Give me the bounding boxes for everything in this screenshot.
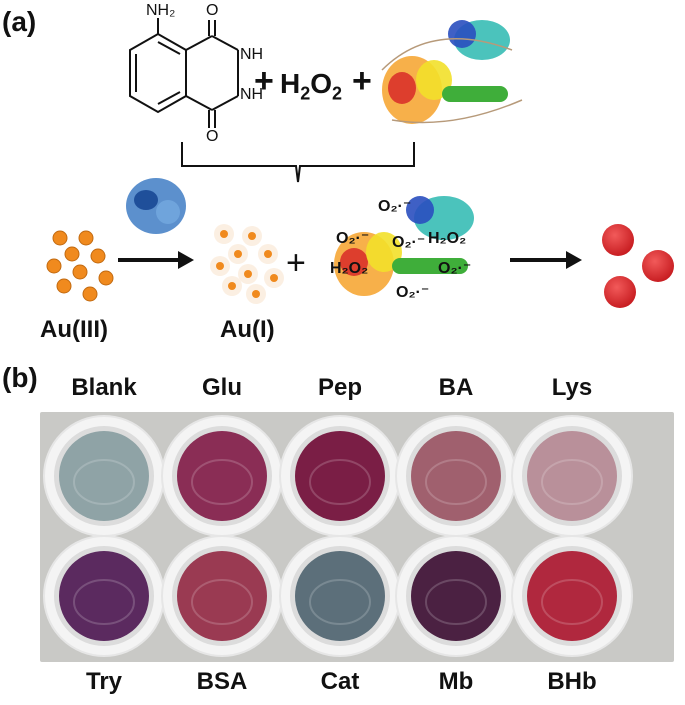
- au1-label: Au(I): [220, 316, 275, 343]
- h2o2-sub2: 2: [332, 83, 343, 104]
- ros-species-6: O₂·⁻: [438, 260, 472, 277]
- panel-a-label: (a): [2, 6, 37, 37]
- ros-species-1: O₂·⁻: [378, 198, 412, 215]
- well-top-5: [511, 415, 633, 537]
- well-label-top-3: Pep: [317, 374, 362, 401]
- well-label-bottom-4: Mb: [438, 668, 474, 695]
- well-bottom-3: [279, 535, 401, 657]
- well-label-top-2: Glu: [202, 374, 242, 401]
- h2o2-o: O: [310, 68, 333, 99]
- well-top-4: [395, 415, 517, 537]
- well-label-bottom-1: Try: [85, 668, 123, 695]
- enzyme-with-ros: [334, 196, 474, 296]
- well-label-bottom-5: BHb: [547, 668, 597, 695]
- luminol-o-bottom: O: [206, 128, 219, 145]
- h2o2-h: H: [280, 68, 301, 99]
- h2o2-sub1: 2: [300, 83, 311, 104]
- ros-species-2: O₂·⁻: [336, 230, 370, 247]
- well-label-bottom-3: Cat: [320, 668, 360, 695]
- well-bottom-2: [161, 535, 283, 657]
- luminol-nh-1: NH: [240, 46, 264, 63]
- luminol-nh-2: NH: [240, 86, 264, 103]
- arrow-1-icon: [118, 251, 194, 269]
- plus-sign-2: +: [352, 62, 372, 100]
- well-top-1: [43, 415, 165, 537]
- ros-species-4: H₂O₂: [428, 230, 467, 247]
- luminol-nh2: NH₂: [146, 2, 176, 19]
- bracket: [181, 142, 415, 183]
- au3-particles: [46, 230, 114, 302]
- well-label-top-1: Blank: [71, 374, 137, 401]
- well-bottom-5: [511, 535, 633, 657]
- ros-species-5: H₂O₂: [330, 260, 369, 277]
- enzyme-icon: [126, 178, 186, 234]
- well-label-bottom-2: BSA: [196, 668, 248, 695]
- plus-sign-3: +: [286, 244, 306, 282]
- gold-nanoparticles: [602, 224, 674, 308]
- wells-svg: [43, 415, 633, 657]
- ros-species-7: O₂·⁻: [396, 284, 430, 301]
- plus-sign-1: +: [254, 62, 274, 100]
- panel-b-label: (b): [2, 362, 38, 393]
- arrow-2-icon: [510, 251, 582, 269]
- luminol-o-top: O: [206, 2, 219, 19]
- well-label-top-5: Lys: [551, 374, 593, 401]
- well-bottom-1: [43, 535, 165, 657]
- au1-particles: [210, 224, 284, 304]
- ros-species-3: O₂·⁻: [392, 234, 426, 251]
- protein-ribbon-icon: [381, 20, 523, 124]
- au3-label: Au(III): [40, 316, 108, 343]
- h2o2-reagent: H2O2: [280, 68, 342, 105]
- luminol-structure: [129, 18, 239, 128]
- well-label-top-4: BA: [438, 374, 474, 401]
- well-top-3: [279, 415, 401, 537]
- well-plate: [40, 412, 674, 662]
- well-bottom-4: [395, 535, 517, 657]
- well-top-2: [161, 415, 283, 537]
